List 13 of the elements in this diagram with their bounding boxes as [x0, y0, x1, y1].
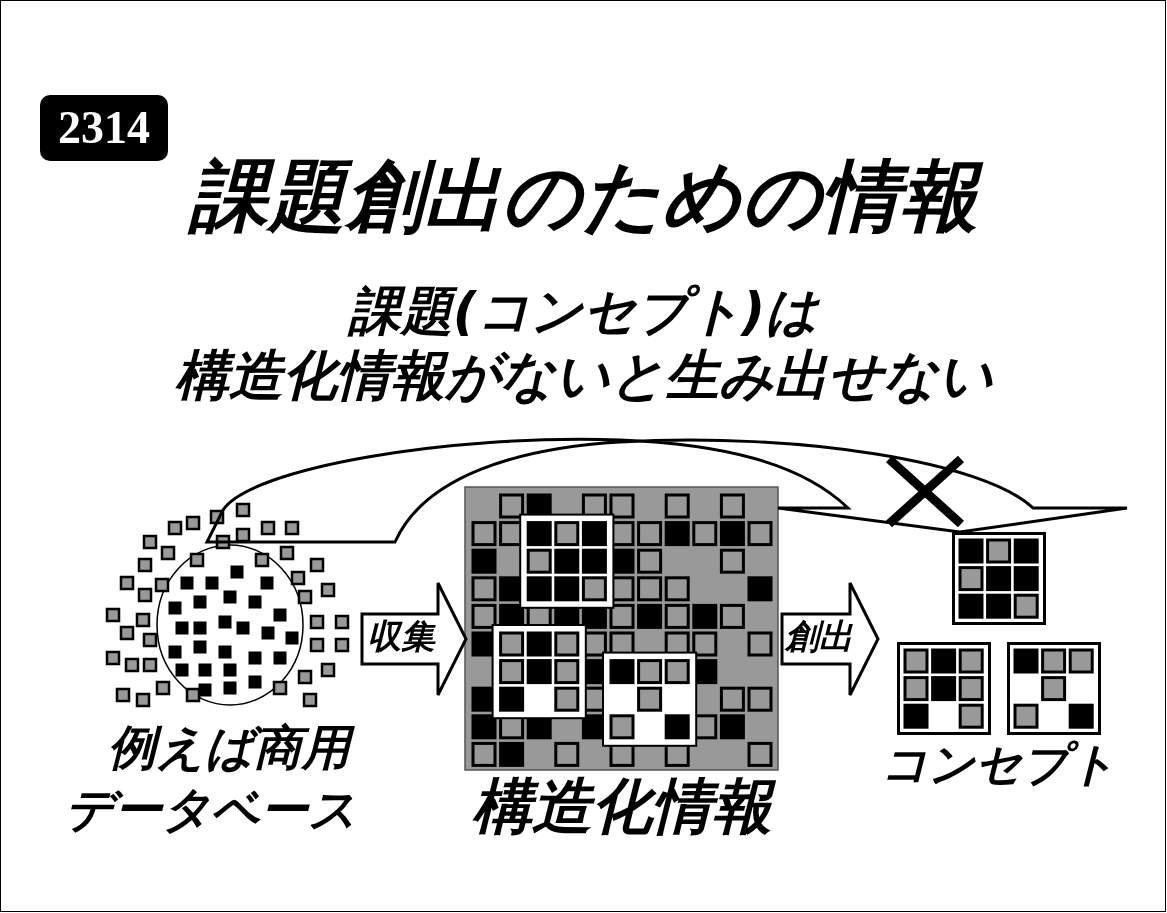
- caption-text: 構造化情報: [464, 772, 780, 841]
- curved-arrow: [205, 437, 1129, 544]
- concept-grid-box: [1007, 642, 1101, 735]
- subtitle-text: 課題(コンセプト)は: [346, 282, 821, 342]
- edge-label: 収集: [366, 617, 437, 657]
- number-badge: 2314: [40, 95, 168, 161]
- block-arrow: [360, 581, 468, 697]
- block-arrow: [780, 581, 880, 697]
- subtitle-text: 構造化情報がないと生み出せない: [173, 345, 994, 408]
- caption-text: コンセプト: [879, 738, 1117, 791]
- concept-grid-box: [952, 532, 1046, 625]
- concept-grid-box: [897, 642, 991, 735]
- caption-text: 例えば商用データベース: [65, 718, 358, 840]
